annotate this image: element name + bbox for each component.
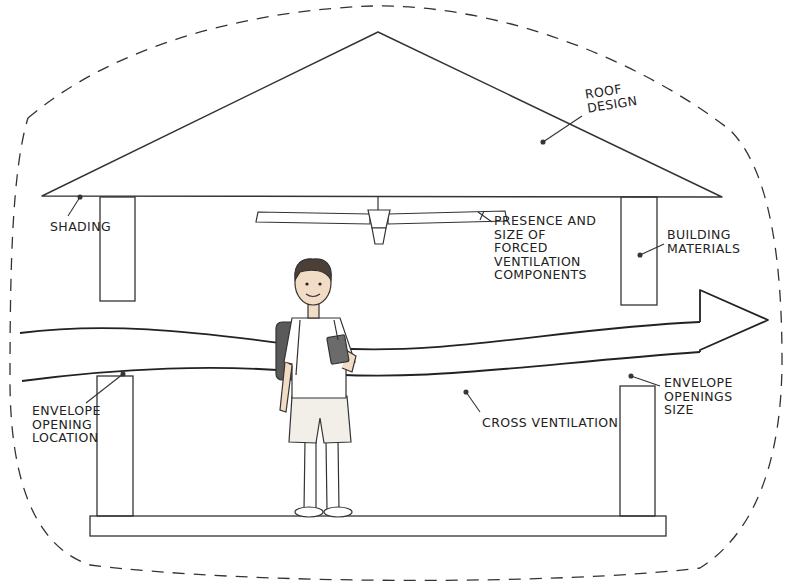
- leader-dot: [78, 195, 82, 199]
- leader-line: [478, 212, 492, 222]
- leg: [304, 440, 305, 510]
- wall-post: [621, 197, 657, 305]
- leader-line: [631, 376, 660, 386]
- eye: [318, 282, 321, 285]
- wall-post: [620, 386, 655, 516]
- leader-dot: [121, 372, 125, 376]
- part-label: PRESENCE AND SIZE OF FORCED VENTILATION …: [494, 214, 602, 282]
- roof-outline: [42, 32, 722, 197]
- fan-hub: [368, 210, 390, 228]
- part-label: BUILDING MATERIALS: [667, 228, 777, 255]
- part-label: ROOF DESIGN: [584, 78, 649, 114]
- leg: [326, 440, 327, 510]
- shorts: [289, 396, 351, 443]
- leader-dot: [541, 140, 545, 144]
- leg: [315, 440, 316, 510]
- fan-blade: [388, 211, 507, 224]
- leader-dot: [629, 374, 633, 378]
- fan-blade: [256, 212, 370, 224]
- airflow-line: [22, 352, 700, 381]
- shoe: [295, 507, 323, 517]
- leader-line: [86, 374, 123, 403]
- leader-line: [466, 392, 480, 412]
- arm: [280, 362, 292, 412]
- leader-mark: [480, 211, 484, 220]
- backpack-strap: [296, 320, 300, 375]
- ceiling-fan: [256, 197, 507, 244]
- boundary-line: [10, 6, 782, 580]
- shirt: [284, 318, 355, 398]
- leader-dot: [638, 253, 642, 257]
- part-label: SHADING: [50, 220, 130, 234]
- leader-dot: [464, 390, 468, 394]
- airflow-line: [20, 322, 700, 349]
- eye: [305, 282, 308, 285]
- shoe: [324, 507, 352, 517]
- leader-lines: [68, 116, 664, 412]
- backpack-strap: [334, 320, 338, 340]
- fan-light: [372, 228, 386, 244]
- part-label: CROSS VENTILATION: [482, 416, 652, 430]
- hair: [295, 259, 332, 280]
- mouth: [306, 294, 320, 297]
- part-label: ENVELOPE OPENINGS SIZE: [664, 376, 756, 417]
- wall-post: [97, 376, 133, 516]
- student-figure: [276, 259, 356, 517]
- wall-post: [100, 197, 135, 301]
- arrow-head: [700, 290, 768, 352]
- airflow-arrow: [20, 290, 768, 381]
- leader-line: [640, 244, 664, 255]
- part-label: ENVELOPE OPENING LOCATION: [32, 404, 132, 445]
- leader-line: [543, 116, 582, 142]
- floor-slab: [90, 516, 666, 536]
- leg: [338, 440, 339, 510]
- leader-line: [68, 197, 80, 216]
